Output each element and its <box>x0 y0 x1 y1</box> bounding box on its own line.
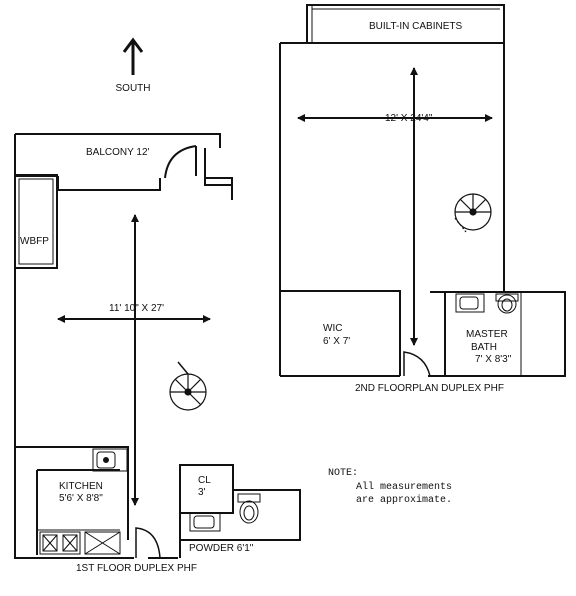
kitchen-label: KITCHEN <box>59 481 103 492</box>
bath-dimensions: 7' X 8'3" <box>475 354 512 365</box>
wic-label: WIC <box>323 323 342 334</box>
kitchen-dimensions: 5'6' X 8'8" <box>59 493 103 504</box>
loft-dimensions: 12' X 24'4" <box>385 113 433 124</box>
balcony-label: BALCONY 12' <box>86 147 150 158</box>
note-line1: All measurements <box>356 481 452 493</box>
south-arrow-icon <box>122 37 144 75</box>
second-floor-plan <box>279 4 566 377</box>
note-line2: are approximate. <box>356 494 452 506</box>
fireplace-label: WBFP <box>20 236 49 247</box>
bath-label-line2: BATH <box>471 342 497 353</box>
closet-label: CL <box>198 475 211 486</box>
spiral-stair-icon <box>169 361 207 411</box>
cabinets-label: BUILT-IN CABINETS <box>369 21 462 32</box>
powder-label: POWDER 6'1" <box>189 543 254 554</box>
wic-dimensions: 6' X 7' <box>323 336 350 347</box>
compass-label: SOUTH <box>116 83 151 94</box>
loft-dimension-arrows <box>297 67 493 346</box>
bath-label-line1: MASTER <box>466 329 508 340</box>
closet-dimensions: 3' <box>198 487 206 498</box>
living-dimension-arrows <box>57 214 211 506</box>
first-floor-title: 1ST FLOOR DUPLEX PHF <box>76 563 197 574</box>
living-dimensions: 11' 10" X 27' <box>109 303 164 314</box>
second-floor-title: 2ND FLOORPLAN DUPLEX PHF <box>355 383 504 394</box>
note-heading: NOTE: <box>328 468 358 479</box>
first-floor-plan <box>14 133 301 559</box>
spiral-stair-upper-icon <box>454 193 492 233</box>
